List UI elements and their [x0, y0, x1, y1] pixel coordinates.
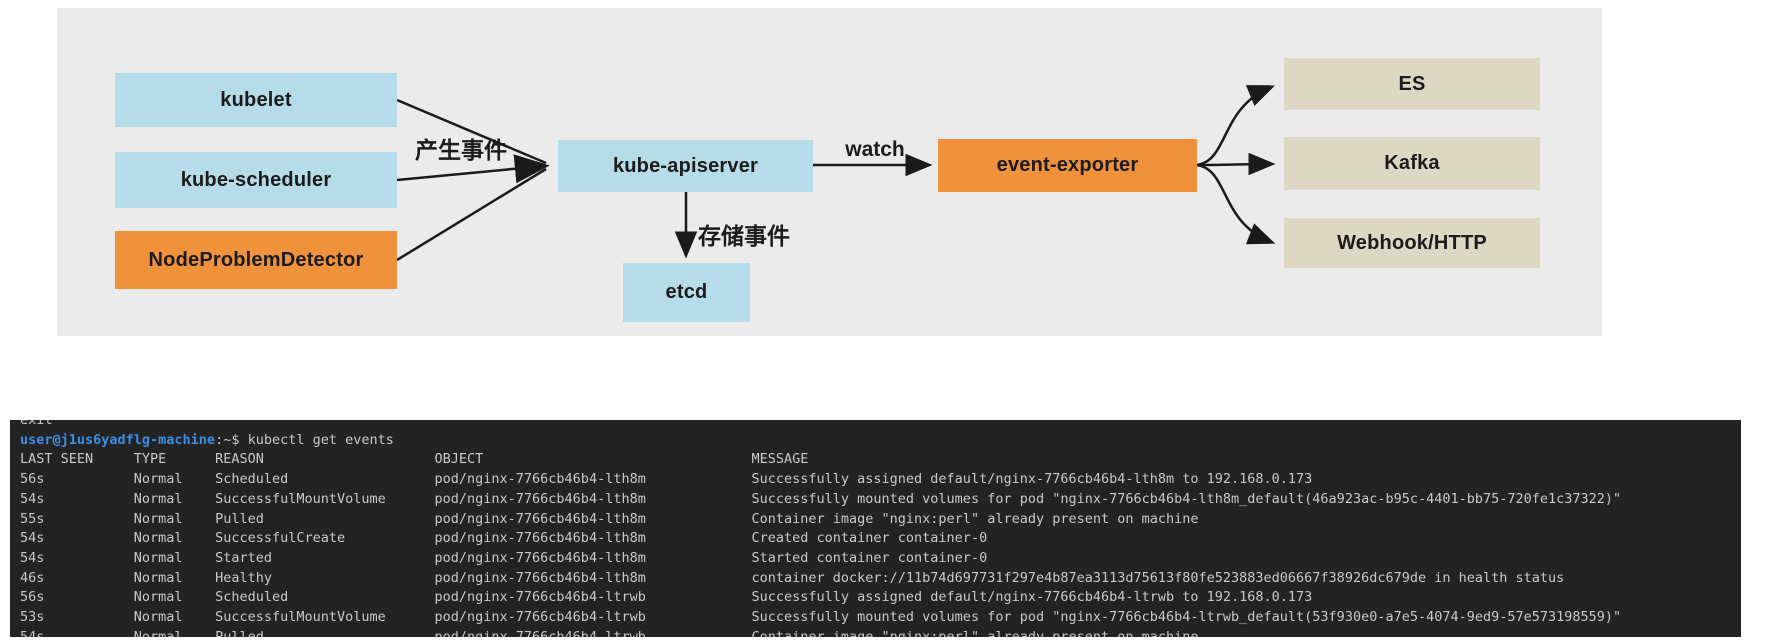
edge-label-watch: watch	[844, 138, 905, 161]
event-row: 54s Normal SuccessfulCreate pod/nginx-77…	[20, 530, 988, 547]
node-kube-scheduler-label: kube-scheduler	[180, 168, 332, 191]
event-row: 54s Normal Pulled pod/nginx-7766cb46b4-l…	[20, 628, 1199, 637]
event-row: 55s Normal Pulled pod/nginx-7766cb46b4-l…	[20, 510, 1199, 527]
prompt-path: :~$	[215, 431, 240, 448]
node-node-problem-detector: NodeProblemDetector	[115, 231, 397, 289]
node-event-exporter: event-exporter	[938, 139, 1197, 192]
terminal-scrollback: exit user@j1us6yadflg-machine:~$ kubectl …	[10, 420, 1741, 637]
edge-label-generate-events: 产生事件	[415, 137, 507, 163]
event-row: 56s Normal Scheduled pod/nginx-7766cb46b…	[20, 471, 1313, 488]
node-kafka-label: Kafka	[1384, 152, 1440, 174]
node-node-problem-detector-label: NodeProblemDetector	[148, 248, 364, 271]
arrow-npd-to-apiserver	[396, 167, 547, 262]
arrow-scheduler-to-apiserver	[396, 154, 550, 184]
event-row: 54s Normal Started pod/nginx-7766cb46b4-…	[20, 549, 988, 566]
node-webhook-http-label: Webhook/HTTP	[1337, 231, 1487, 254]
arrow-exporter-to-kafka	[1196, 152, 1276, 176]
event-row: 46s Normal Healthy pod/nginx-7766cb46b4-…	[20, 569, 1565, 586]
events-header-row: LAST SEEN TYPE REASON OBJECT MESSAGE	[20, 451, 809, 468]
node-es-label: ES	[1398, 72, 1426, 95]
prompt-user-host: user@j1us6yadflg-machine	[20, 431, 216, 448]
terminal-window[interactable]: exit user@j1us6yadflg-machine:~$ kubectl …	[10, 420, 1741, 637]
edge-label-store-events: 存储事件	[698, 223, 790, 249]
event-row: 53s Normal SuccessfulMountVolume pod/ngi…	[20, 609, 1622, 626]
node-webhook-http: Webhook/HTTP	[1284, 218, 1540, 268]
events-rows: 56s Normal Scheduled pod/nginx-7766cb46b…	[20, 470, 1741, 637]
terminal-history-line: exit	[20, 420, 53, 428]
node-etcd-label: etcd	[665, 281, 708, 303]
node-kube-scheduler: kube-scheduler	[115, 152, 397, 208]
node-kafka: Kafka	[1284, 137, 1540, 190]
node-kubelet: kubelet	[115, 73, 397, 127]
event-row: 54s Normal SuccessfulMountVolume pod/ngi…	[20, 490, 1622, 507]
node-event-exporter-label: event-exporter	[996, 154, 1139, 176]
node-kubelet-label: kubelet	[220, 88, 292, 111]
node-kube-apiserver: kube-apiserver	[558, 140, 813, 192]
arrow-kubelet-to-apiserver	[396, 98, 547, 165]
event-row: 56s Normal Scheduled pod/nginx-7766cb46b…	[20, 589, 1313, 606]
node-es: ES	[1284, 58, 1540, 110]
arrow-exporter-to-es	[1196, 85, 1276, 167]
prompt-command[interactable]: kubectl get events	[247, 431, 394, 448]
diagram-arrows-layer: 产生事件 watch 存储事件	[396, 85, 1276, 262]
node-kube-apiserver-label: kube-apiserver	[612, 154, 759, 177]
arrow-exporter-to-webhook	[1196, 163, 1276, 245]
k8s-events-architecture-diagram: 产生事件 watch 存储事件 kubelet kube-scheduler N…	[57, 8, 1602, 336]
terminal-prompt-line: user@j1us6yadflg-machine:~$ kubectl get e…	[20, 431, 1741, 451]
node-etcd: etcd	[623, 263, 750, 322]
